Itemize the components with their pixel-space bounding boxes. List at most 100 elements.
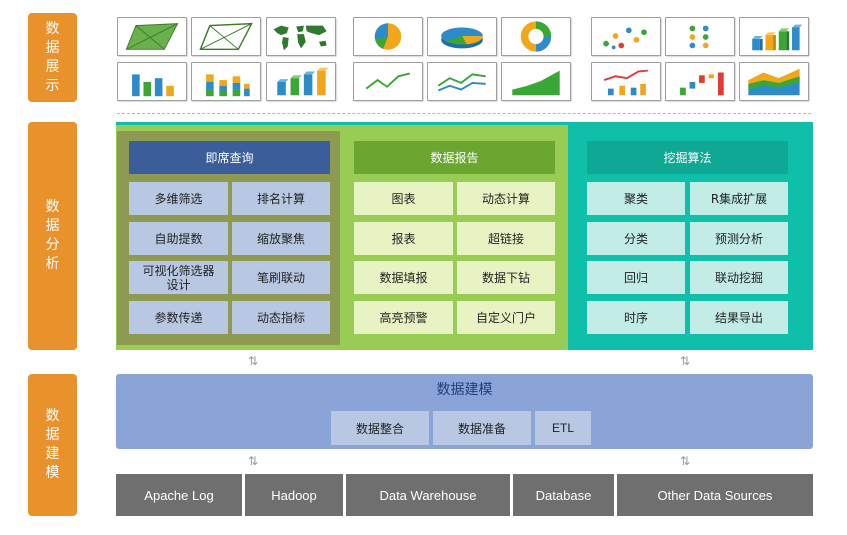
side-label-display: 数据展示: [28, 13, 77, 102]
feature-zoom-focus[interactable]: 缩放聚焦: [232, 222, 330, 255]
source-data-warehouse[interactable]: Data Warehouse: [346, 474, 510, 516]
arrows-updown-icon: ⇅: [674, 452, 694, 470]
adhoc-query-header: 即席查询: [129, 141, 330, 174]
feature-chart[interactable]: 图表: [354, 182, 453, 215]
side-label-modeling-text: 数据建模: [45, 408, 60, 481]
feature-clustering[interactable]: 聚类: [587, 182, 685, 215]
feature-label: 数据下钻: [481, 270, 530, 285]
feature-label: 数据填报: [379, 270, 428, 285]
side-label-analysis-text: 数据分析: [45, 199, 60, 272]
feature-label: 预测分析: [714, 231, 763, 246]
side-label-analysis: 数据分析: [28, 122, 77, 350]
line-bar-combo-icon: [591, 62, 661, 101]
feature-label: 多维筛选: [154, 191, 203, 206]
feature-classification[interactable]: 分类: [587, 222, 685, 255]
feature-label: 参数传递: [154, 310, 203, 325]
feature-label: 缩放聚焦: [256, 231, 305, 246]
line-chart-icon: [353, 62, 423, 101]
feature-dynamic-metric[interactable]: 动态指标: [232, 301, 330, 334]
feature-brush-linkage[interactable]: 笔刷联动: [232, 261, 330, 294]
feature-dynamic-calc[interactable]: 动态计算: [457, 182, 555, 215]
feature-label: 自助提数: [154, 231, 203, 246]
feature-predictive-analysis[interactable]: 预测分析: [690, 222, 788, 255]
data-modeling-title-text: 数据建模: [436, 382, 493, 398]
mining-algorithm-title: 挖掘算法: [663, 151, 712, 165]
arrow-glyph: ⇅: [679, 354, 690, 368]
side-label-modeling: 数据建模: [28, 374, 77, 516]
stacked-area-icon: [739, 62, 809, 101]
feature-etl[interactable]: ETL: [535, 411, 591, 445]
data-report-header: 数据报告: [354, 141, 555, 174]
dot-matrix-icon: [665, 17, 735, 56]
feature-label: 联动挖掘: [714, 270, 763, 285]
feature-r-integration[interactable]: R集成扩展: [690, 182, 788, 215]
feature-highlight-alert[interactable]: 高亮预警: [354, 301, 453, 334]
data-report-title: 数据报告: [430, 151, 479, 165]
feature-linked-mining[interactable]: 联动挖掘: [690, 261, 788, 294]
feature-label: 图表: [391, 191, 416, 206]
data-modeling-title: 数据建模: [116, 378, 813, 400]
feature-data-integration[interactable]: 数据整合: [331, 411, 429, 445]
map-area-green-icon: [117, 17, 187, 56]
feature-data-entry[interactable]: 数据填报: [354, 261, 453, 294]
feature-report-table[interactable]: 报表: [354, 222, 453, 255]
arrow-glyph: ⇅: [247, 354, 258, 368]
feature-label: R集成扩展: [710, 191, 768, 206]
arrows-updown-icon: ⇅: [242, 452, 262, 470]
bar-3d-small-icon: [266, 62, 336, 101]
feature-param-passing[interactable]: 参数传递: [129, 301, 228, 334]
feature-time-series[interactable]: 时序: [587, 301, 685, 334]
source-label: Apache Log: [144, 487, 214, 503]
feature-label: 可视化筛选器设计: [142, 263, 215, 292]
stacked-bar-icon: [191, 62, 261, 101]
feature-label: 数据整合: [355, 421, 404, 436]
donut-chart-icon: [501, 17, 571, 56]
feature-result-export[interactable]: 结果导出: [690, 301, 788, 334]
feature-label: 超链接: [487, 231, 524, 246]
feature-label: 聚类: [623, 191, 648, 206]
source-label: Data Warehouse: [379, 487, 477, 503]
waterfall-chart-icon: [665, 62, 735, 101]
source-label: Hadoop: [271, 487, 317, 503]
arrow-glyph: ⇅: [679, 454, 690, 468]
feature-regression[interactable]: 回归: [587, 261, 685, 294]
feature-label: 回归: [623, 270, 648, 285]
feature-label: ETL: [551, 421, 574, 435]
pie-chart-icon: [353, 17, 423, 56]
adhoc-query-title: 即席查询: [205, 151, 254, 165]
feature-ranking-calc[interactable]: 排名计算: [232, 182, 330, 215]
feature-multidim-filter[interactable]: 多维筛选: [129, 182, 228, 215]
scatter-chart-icon: [591, 17, 661, 56]
feature-label: 笔刷联动: [256, 270, 305, 285]
feature-label: 数据准备: [457, 421, 506, 436]
arrows-updown-icon: ⇅: [674, 352, 694, 370]
source-other[interactable]: Other Data Sources: [617, 474, 813, 516]
feature-visual-filter-design[interactable]: 可视化筛选器设计: [129, 261, 228, 294]
feature-label: 动态计算: [481, 191, 530, 206]
multi-line-chart-icon: [427, 62, 497, 101]
world-map-icon: [266, 17, 336, 56]
feature-label: 排名计算: [256, 191, 305, 206]
bar-3d-icon: [739, 17, 809, 56]
feature-data-preparation[interactable]: 数据准备: [433, 411, 531, 445]
source-database[interactable]: Database: [513, 474, 614, 516]
feature-hyperlink[interactable]: 超链接: [457, 222, 555, 255]
source-label: Database: [535, 487, 592, 503]
side-label-display-text: 数据展示: [45, 20, 60, 94]
feature-self-service-extract[interactable]: 自助提数: [129, 222, 228, 255]
feature-label: 高亮预警: [379, 310, 428, 325]
source-hadoop[interactable]: Hadoop: [245, 474, 343, 516]
area-chart-icon: [501, 62, 571, 101]
feature-label: 分类: [623, 231, 648, 246]
map-outline-icon: [191, 17, 261, 56]
feature-label: 时序: [623, 310, 648, 325]
feature-label: 结果导出: [714, 310, 763, 325]
feature-custom-portal[interactable]: 自定义门户: [457, 301, 555, 334]
feature-label: 自定义门户: [475, 310, 536, 325]
arrow-glyph: ⇅: [247, 454, 258, 468]
pie-3d-icon: [427, 17, 497, 56]
source-apache-log[interactable]: Apache Log: [116, 474, 242, 516]
feature-drill-down[interactable]: 数据下钻: [457, 261, 555, 294]
feature-label: 动态指标: [256, 310, 305, 325]
arrows-updown-icon: ⇅: [242, 352, 262, 370]
